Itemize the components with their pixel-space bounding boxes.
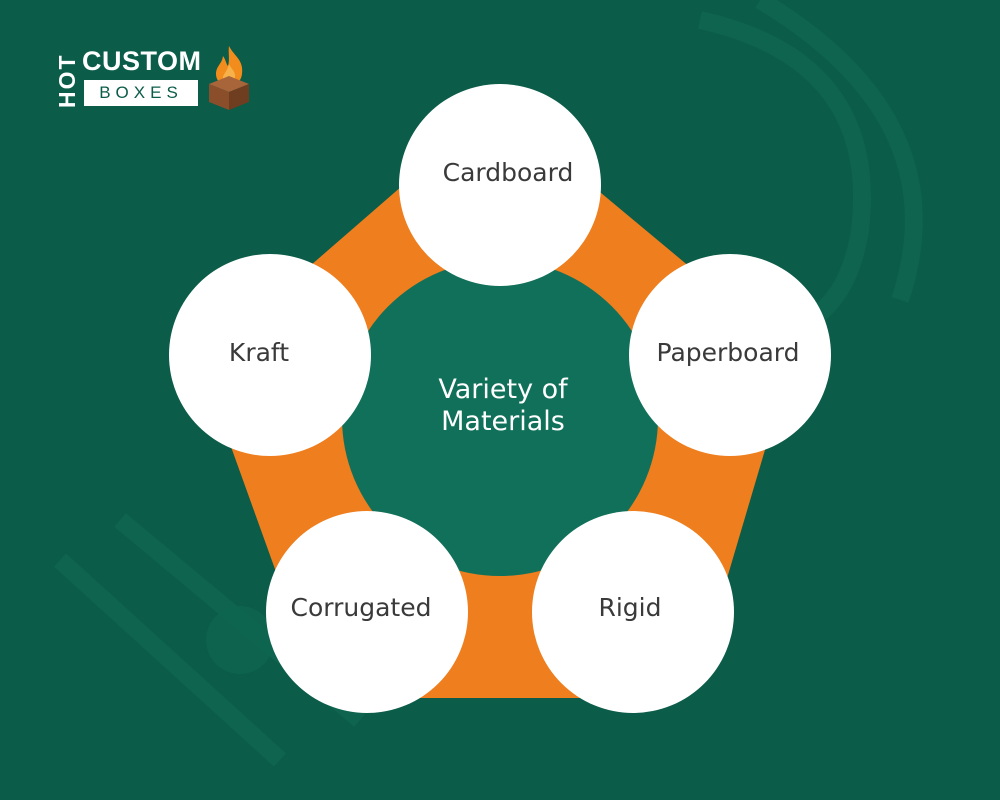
node-circle [266,511,468,713]
node-corrugated: Corrugated [266,511,468,713]
logo-word-custom: CUSTOM [82,46,202,76]
flame-box-icon [209,46,249,110]
node-label: Kraft [229,338,289,367]
center-circle [342,260,658,576]
node-circle [629,254,831,456]
node-label: Corrugated [291,593,432,622]
node-circle [399,84,601,286]
node-circle [532,511,734,713]
node-kraft: Kraft [169,254,371,456]
center-title-line1: Variety of [438,374,569,405]
node-label: Paperboard [657,338,800,367]
node-cardboard: Cardboard [399,84,601,286]
node-circle [169,254,371,456]
logo-word-boxes: BOXES [84,80,198,106]
node-paperboard: Paperboard [629,254,831,456]
node-label: Cardboard [443,158,574,187]
node-rigid: Rigid [532,511,734,713]
brand-logo: HOT CUSTOM BOXES [54,44,256,110]
node-label: Rigid [598,593,661,622]
center-title-line2: Materials [441,406,565,437]
